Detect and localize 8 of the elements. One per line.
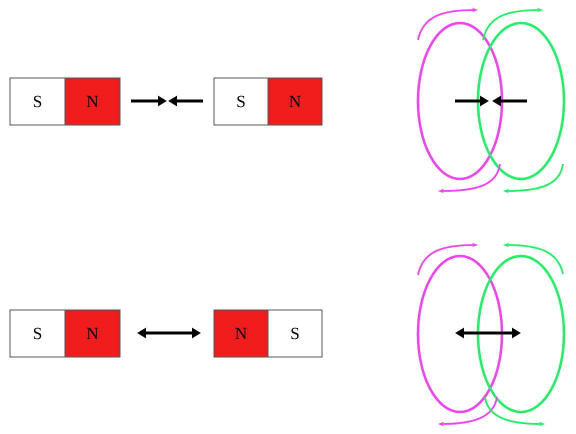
magnet-pole: N [64,78,120,126]
magnet-pole: S [10,78,66,126]
magnet-pole: N [268,78,322,126]
magnet-pole: N [64,309,120,358]
magnet-pole: N [214,309,268,358]
magnet-pole: S [214,78,268,126]
magnet-pole: S [10,309,66,358]
magnet-pole: S [268,309,322,358]
